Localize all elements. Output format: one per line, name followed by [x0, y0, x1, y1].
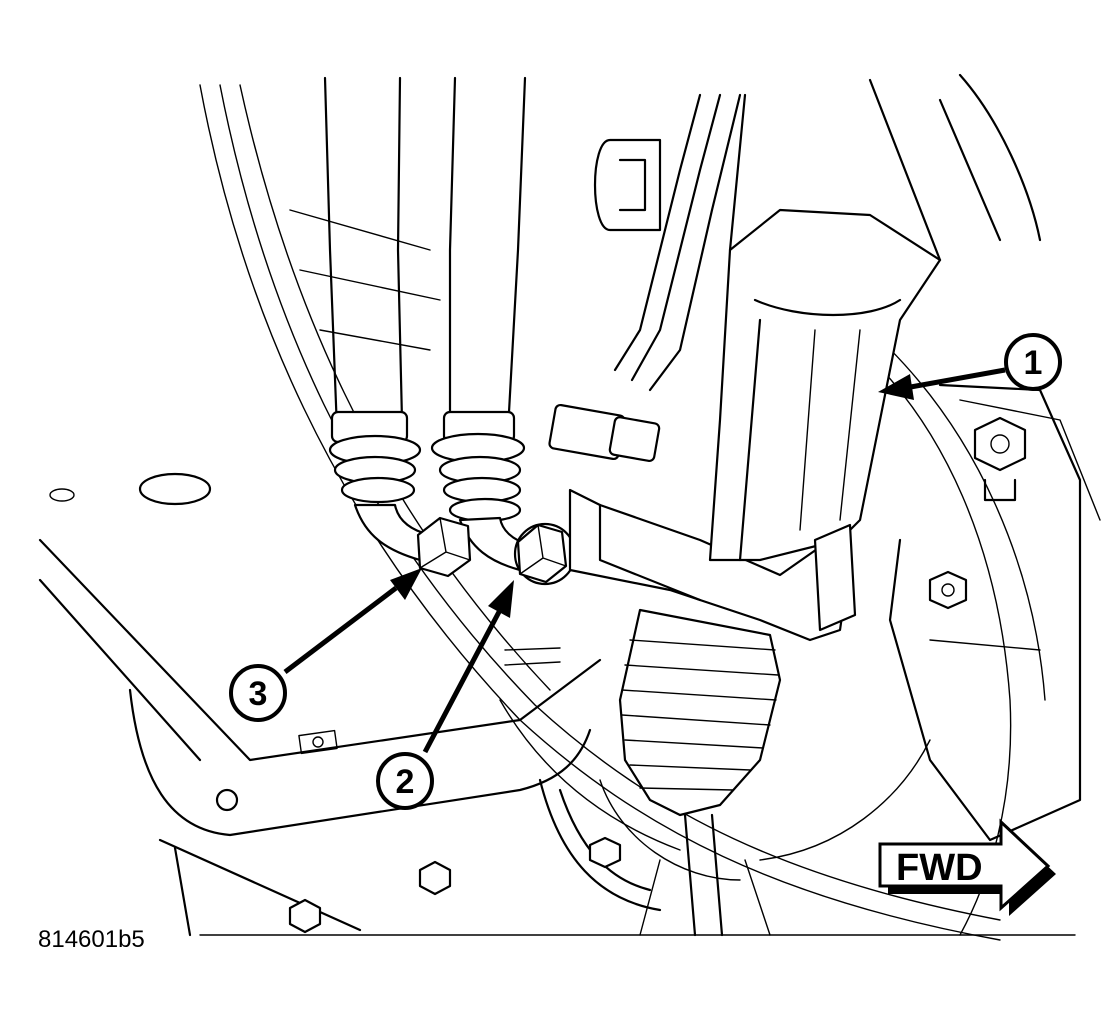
callout-3-label: 3: [249, 675, 268, 713]
pressure-tube-nut: [513, 522, 577, 586]
fwd-label: FWD: [896, 847, 983, 889]
leader-arrow-2: [422, 580, 514, 754]
leader-arrow-1: [878, 367, 1006, 400]
leader-arrow-3: [283, 568, 422, 674]
callout-2: 2: [376, 752, 434, 810]
pressure-return-hoses: [323, 76, 527, 444]
return-tube-nut: [416, 516, 472, 578]
callout-3: 3: [229, 664, 287, 722]
figure-id: 814601b5: [38, 926, 145, 953]
steering-lines: [548, 93, 742, 463]
callout-1: 1: [1004, 333, 1062, 391]
steering-gear-housing: [568, 73, 1042, 642]
callout-1-label: 1: [1024, 344, 1043, 382]
control-arm-outline: [38, 472, 602, 937]
lower-hub: [288, 647, 662, 934]
rack-boot: [618, 608, 782, 937]
hose-fitting-left: [328, 434, 432, 562]
wheel-assembly-outline: [199, 84, 1046, 941]
forward-direction-arrow: FWD: [878, 818, 1056, 916]
mounting-bracket: [888, 383, 1101, 842]
hose-fitting-right: [430, 432, 532, 572]
callout-2-label: 2: [396, 763, 415, 801]
